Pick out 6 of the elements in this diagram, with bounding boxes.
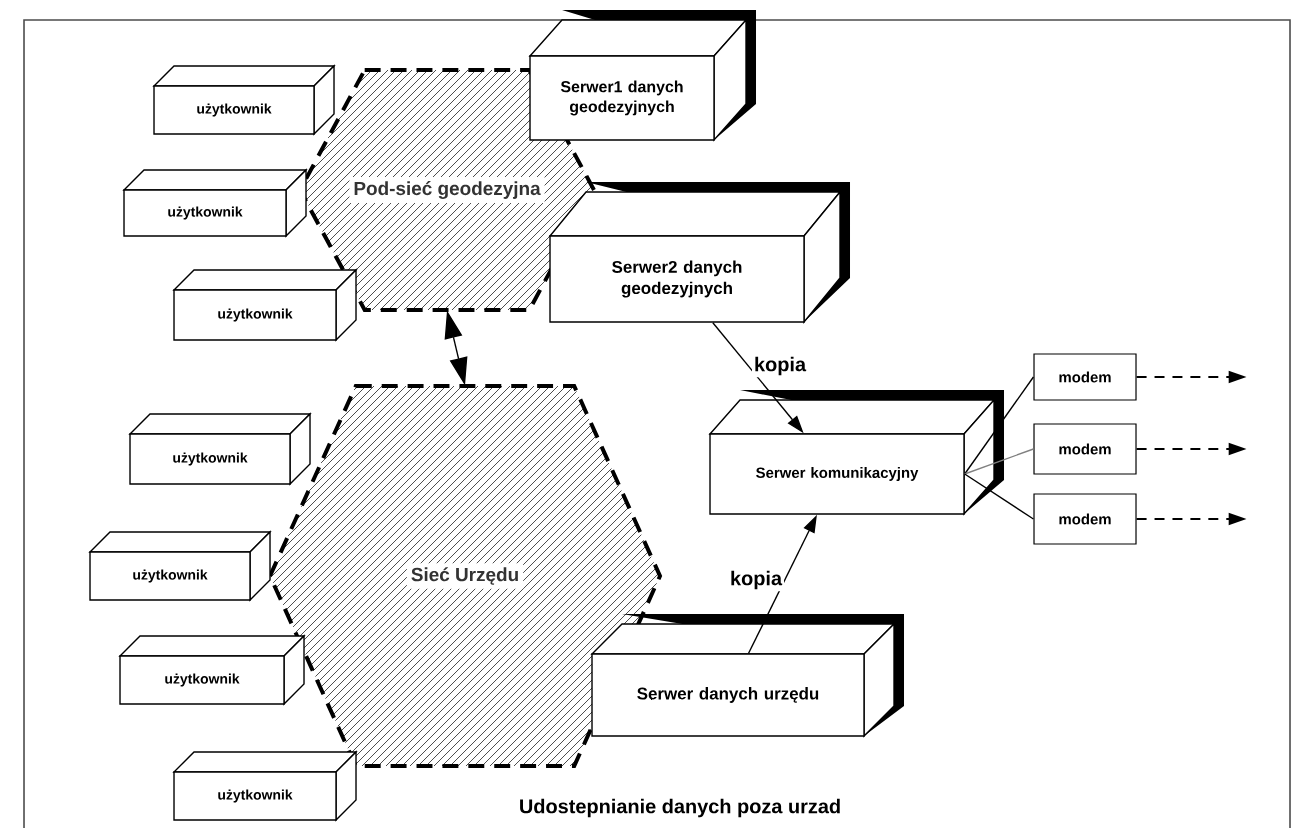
caption: Udostepnianie danych poza urzad bbox=[520, 798, 840, 818]
leader-line bbox=[964, 376, 1035, 475]
edge-label: kopia bbox=[728, 568, 785, 592]
edge-label: kopia bbox=[752, 354, 809, 378]
leader-line bbox=[964, 448, 1035, 475]
leader-line bbox=[964, 473, 1035, 520]
